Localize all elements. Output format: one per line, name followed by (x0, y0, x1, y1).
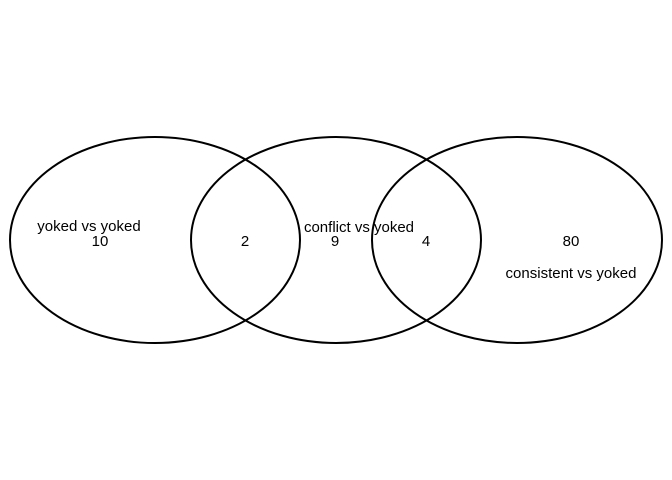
region-count-conflict-only: 9 (331, 233, 339, 250)
set-ellipse-conflict-vs-yoked (190, 136, 482, 344)
region-count-yoked-only: 10 (92, 233, 109, 250)
set-label-yoked-vs-yoked: yoked vs yoked (37, 218, 140, 235)
region-count-yoked-and-conflict: 2 (241, 233, 249, 250)
set-label-consistent-vs-yoked: consistent vs yoked (506, 265, 637, 282)
set-ellipse-consistent-vs-yoked (371, 136, 663, 344)
set-ellipse-yoked-vs-yoked (9, 136, 301, 344)
set-label-conflict-vs-yoked: conflict vs yoked (304, 219, 414, 236)
region-count-consistent-only: 80 (563, 233, 580, 250)
region-count-conflict-and-consistent: 4 (422, 233, 430, 250)
